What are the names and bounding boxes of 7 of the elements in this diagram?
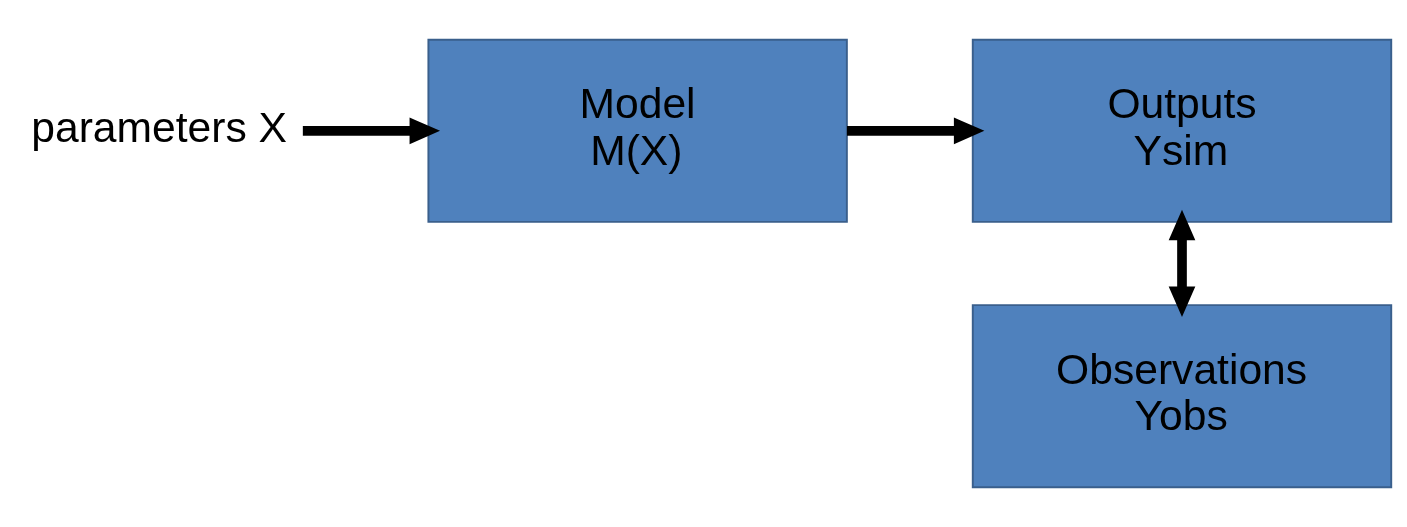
arrow [302,117,441,145]
node-box: Observations Yobs [971,304,1393,489]
arrow [1168,209,1196,318]
arrow [847,117,985,145]
node-box: Outputs Ysim [971,38,1393,223]
node-text: parameters X [31,102,288,151]
node-box: Model M(X) [427,38,848,223]
